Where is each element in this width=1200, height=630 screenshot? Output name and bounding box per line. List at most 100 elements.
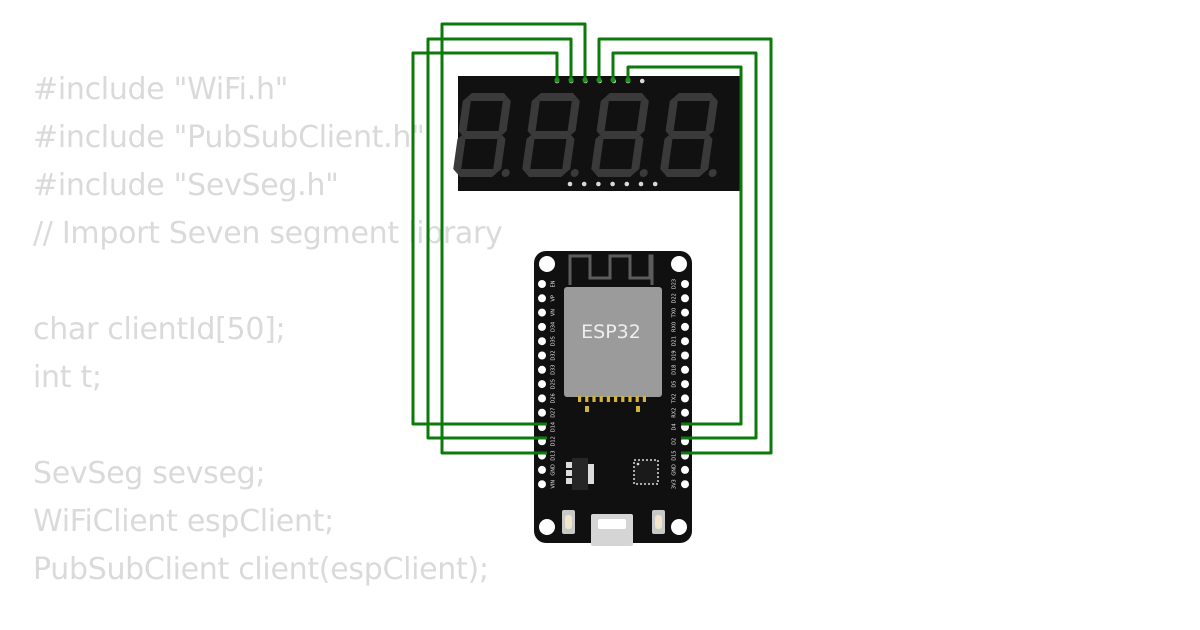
wire-endpoints [554, 77, 631, 83]
display-pin[interactable] [639, 78, 645, 84]
chip-pad [636, 406, 640, 412]
chip-pad [585, 406, 589, 412]
pin-label: VN [551, 309, 557, 316]
mounting-hole-icon [671, 519, 687, 535]
code-line: #include "SevSeg.h" [33, 168, 339, 203]
pin-label: GND [551, 464, 557, 476]
segment [605, 93, 646, 101]
boot-button[interactable] [652, 510, 665, 534]
wire-d14-display[interactable] [426, 37, 573, 440]
pin-label: D15 [672, 450, 678, 460]
pin-label: D2 [672, 438, 678, 445]
pin-hole[interactable] [538, 351, 546, 360]
pin-hole[interactable] [681, 465, 689, 474]
esp32-board[interactable]: ESP32 ENVPVND34D35D32D33D25D26D27D14D12D… [534, 251, 692, 546]
micro-usb-port[interactable] [591, 514, 633, 546]
pin-hole[interactable] [681, 380, 689, 389]
segment [700, 135, 713, 173]
right-pin-header [681, 280, 689, 489]
pin-hole[interactable] [538, 480, 546, 489]
pin-hole[interactable] [538, 380, 546, 389]
pin-label: D4 [672, 423, 678, 430]
pin-label: VIN [551, 480, 557, 489]
chip-pad [635, 396, 639, 402]
pin-hole[interactable] [681, 394, 689, 403]
segment [456, 169, 497, 177]
pin-label: TX0 [672, 308, 678, 319]
display-pin[interactable] [581, 181, 587, 187]
pin-hole[interactable] [681, 322, 689, 331]
usb-serial-chip [633, 459, 659, 485]
pin-hole[interactable] [681, 280, 689, 288]
wire-d2-display[interactable] [611, 51, 758, 440]
display-pin[interactable] [652, 181, 658, 187]
wire-d27-display[interactable] [411, 51, 559, 426]
pin-label: D19 [672, 350, 678, 360]
code-line: #include "PubSubClient.h" [33, 120, 425, 155]
segment [498, 97, 511, 135]
seven-segment-display[interactable] [452, 76, 741, 191]
pin-hole[interactable] [681, 308, 689, 317]
pin-hole[interactable] [538, 294, 546, 303]
pin-hole[interactable] [681, 337, 689, 346]
pin-label: D26 [551, 393, 557, 403]
digit [591, 93, 649, 177]
chip-pad [592, 396, 596, 402]
pin-label: D13 [551, 450, 557, 460]
wire-d4-display[interactable] [626, 65, 743, 426]
display-digits [453, 93, 718, 177]
segment [669, 131, 710, 139]
pin-hole[interactable] [538, 280, 546, 288]
antenna-icon [568, 254, 654, 285]
display-pin[interactable] [596, 181, 601, 187]
pin-hole[interactable] [538, 394, 546, 403]
pin-hole[interactable] [538, 322, 546, 331]
pin-label: D25 [551, 379, 557, 389]
pin-label: RX2 [672, 408, 678, 418]
pin-label: D18 [672, 365, 678, 375]
pin-label: D14 [551, 422, 557, 432]
pin-hole[interactable] [681, 365, 689, 374]
wire-d15-display[interactable] [597, 37, 773, 455]
pin-hole[interactable] [538, 465, 546, 474]
pin-hole[interactable] [681, 480, 689, 489]
pin-hole[interactable] [538, 365, 546, 374]
segment [665, 97, 678, 135]
digit [660, 93, 718, 177]
chip-pad [614, 396, 618, 402]
chip-pad [606, 396, 610, 402]
pin-label: D34 [551, 322, 557, 332]
code-line: int t; [33, 360, 102, 395]
segment [591, 135, 604, 173]
pin-label: RX0 [672, 322, 678, 332]
pin-label: D33 [551, 365, 557, 375]
display-pin[interactable] [610, 181, 615, 187]
chip-pad [578, 396, 582, 402]
pin-hole[interactable] [681, 351, 689, 360]
segment [531, 131, 572, 139]
wire-d12-display[interactable] [440, 22, 587, 455]
pin-hole[interactable] [538, 408, 546, 417]
segment [527, 97, 540, 135]
esp32-chip [564, 287, 662, 397]
display-pin[interactable] [638, 181, 644, 187]
pin-label: D35 [551, 336, 557, 346]
display-pin[interactable] [624, 181, 630, 187]
chip-pad [585, 396, 589, 402]
segment [536, 93, 577, 101]
decimal-point [639, 169, 648, 177]
segment [453, 135, 466, 173]
code-line: WiFiClient espClient; [33, 504, 334, 539]
pin-label: D27 [551, 408, 557, 418]
pin-hole[interactable] [538, 337, 546, 346]
en-button[interactable] [562, 510, 575, 534]
pin-label: GND [672, 464, 678, 476]
code-line: #include "WiFi.h" [33, 72, 289, 107]
segment [493, 135, 506, 173]
pin-hole[interactable] [681, 294, 689, 303]
pin-hole[interactable] [681, 408, 689, 417]
display-pin[interactable] [567, 181, 573, 187]
pin-hole[interactable] [538, 308, 546, 317]
voltage-regulator [566, 458, 594, 490]
